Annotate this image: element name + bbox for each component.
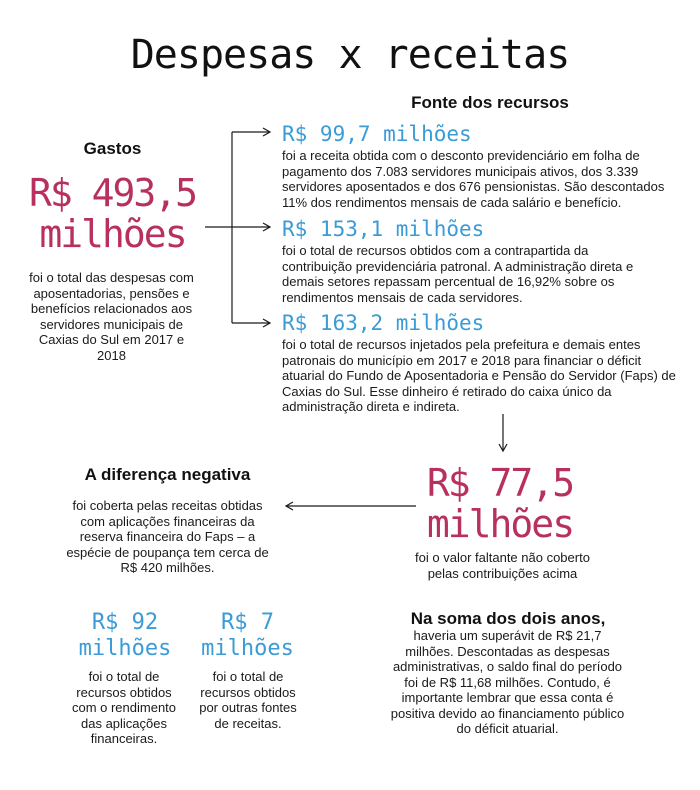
aplicacoes-amount: R$ 92 milhões xyxy=(65,610,185,662)
fonte-item-2-amount: R$ 153,1 milhões xyxy=(282,217,485,241)
gastos-amount-line1: R$ 493,5 xyxy=(28,171,198,215)
outras-amount-line1: R$ 7 xyxy=(221,610,274,635)
fonte-item-2: R$ 153,1 milhões foi o total de recursos… xyxy=(282,219,657,305)
diferenca-heading: A diferença negativa xyxy=(84,465,251,484)
fonte-heading: Fonte dos recursos xyxy=(411,93,569,112)
diferenca-description: foi coberta pelas receitas obtidas com a… xyxy=(66,498,269,575)
soma-description: haveria um superávit de R$ 21,7 milhões.… xyxy=(390,628,625,736)
gastos-description: foi o total das despesas com aposentador… xyxy=(29,270,194,363)
page-title: Despesas x receitas xyxy=(130,32,571,78)
outras-description: foi o total de recursos obtidos por outr… xyxy=(199,669,297,731)
faltante-description: foi o valor faltante não coberto pelas c… xyxy=(415,550,590,581)
aplicacoes-amount-line1: R$ 92 xyxy=(91,610,159,635)
fonte-item-1: R$ 99,7 milhões foi a receita obtida com… xyxy=(282,124,677,210)
aplicacoes-amount-line2: milhões xyxy=(78,635,172,661)
gastos-amount-line2: milhões xyxy=(39,212,187,257)
gastos-heading: Gastos xyxy=(83,139,142,158)
aplicacoes-description: foi o total de recursos obtidos com o re… xyxy=(71,669,177,746)
faltante-amount-line1: R$ 77,5 xyxy=(426,461,575,505)
faltante-amount-line2: milhões xyxy=(426,502,575,547)
fonte-item-3-description: foi o total de recursos injetados pela p… xyxy=(282,337,676,414)
fonte-item-1-description: foi a receita obtida com o desconto prev… xyxy=(282,148,665,210)
gastos-amount: R$ 493,5 milhões xyxy=(10,171,215,257)
fonte-item-2-description: foi o total de recursos obtidos com a co… xyxy=(282,243,634,305)
soma-heading: Na soma dos dois anos, xyxy=(410,609,606,628)
faltante-amount: R$ 77,5 milhões xyxy=(400,461,600,547)
outras-amount-line2: milhões xyxy=(201,635,294,661)
fonte-item-3: R$ 163,2 milhões foi o total de recursos… xyxy=(282,313,677,415)
outras-amount: R$ 7 milhões xyxy=(185,610,310,662)
fonte-item-1-amount: R$ 99,7 milhões xyxy=(282,122,472,146)
fonte-item-3-amount: R$ 163,2 milhões xyxy=(282,311,485,335)
